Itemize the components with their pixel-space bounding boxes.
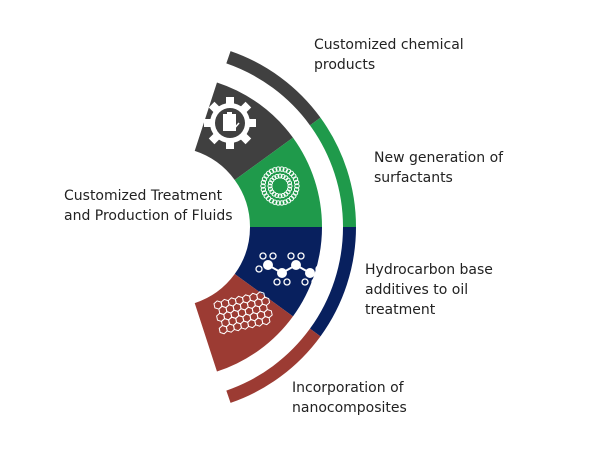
segment-label-nanocomposites: Incorporation of nanocomposites <box>292 380 407 416</box>
micelle-icon <box>260 166 300 206</box>
segment-label-surfactants: New generation of surfactants <box>374 150 504 186</box>
segment-label-chemical-products: Customized chemical products <box>314 37 464 73</box>
center-label: Customized Treatment and Production of F… <box>64 188 233 224</box>
molecule-chain-icon <box>255 252 323 286</box>
arc-hydrocarbon-additives <box>309 227 356 337</box>
wedge-surfactants <box>234 137 322 227</box>
arc-nanocomposites <box>226 328 321 403</box>
arc-chemical-products <box>226 51 321 126</box>
graphene-lattice-icon <box>213 291 273 335</box>
wedge-nanocomposites <box>194 274 293 372</box>
gear-clipboard-icon <box>204 97 256 149</box>
arc-surfactants <box>309 117 356 227</box>
segment-label-hydrocarbon-additives: Hydrocarbon base additives to oil treatm… <box>365 262 493 318</box>
